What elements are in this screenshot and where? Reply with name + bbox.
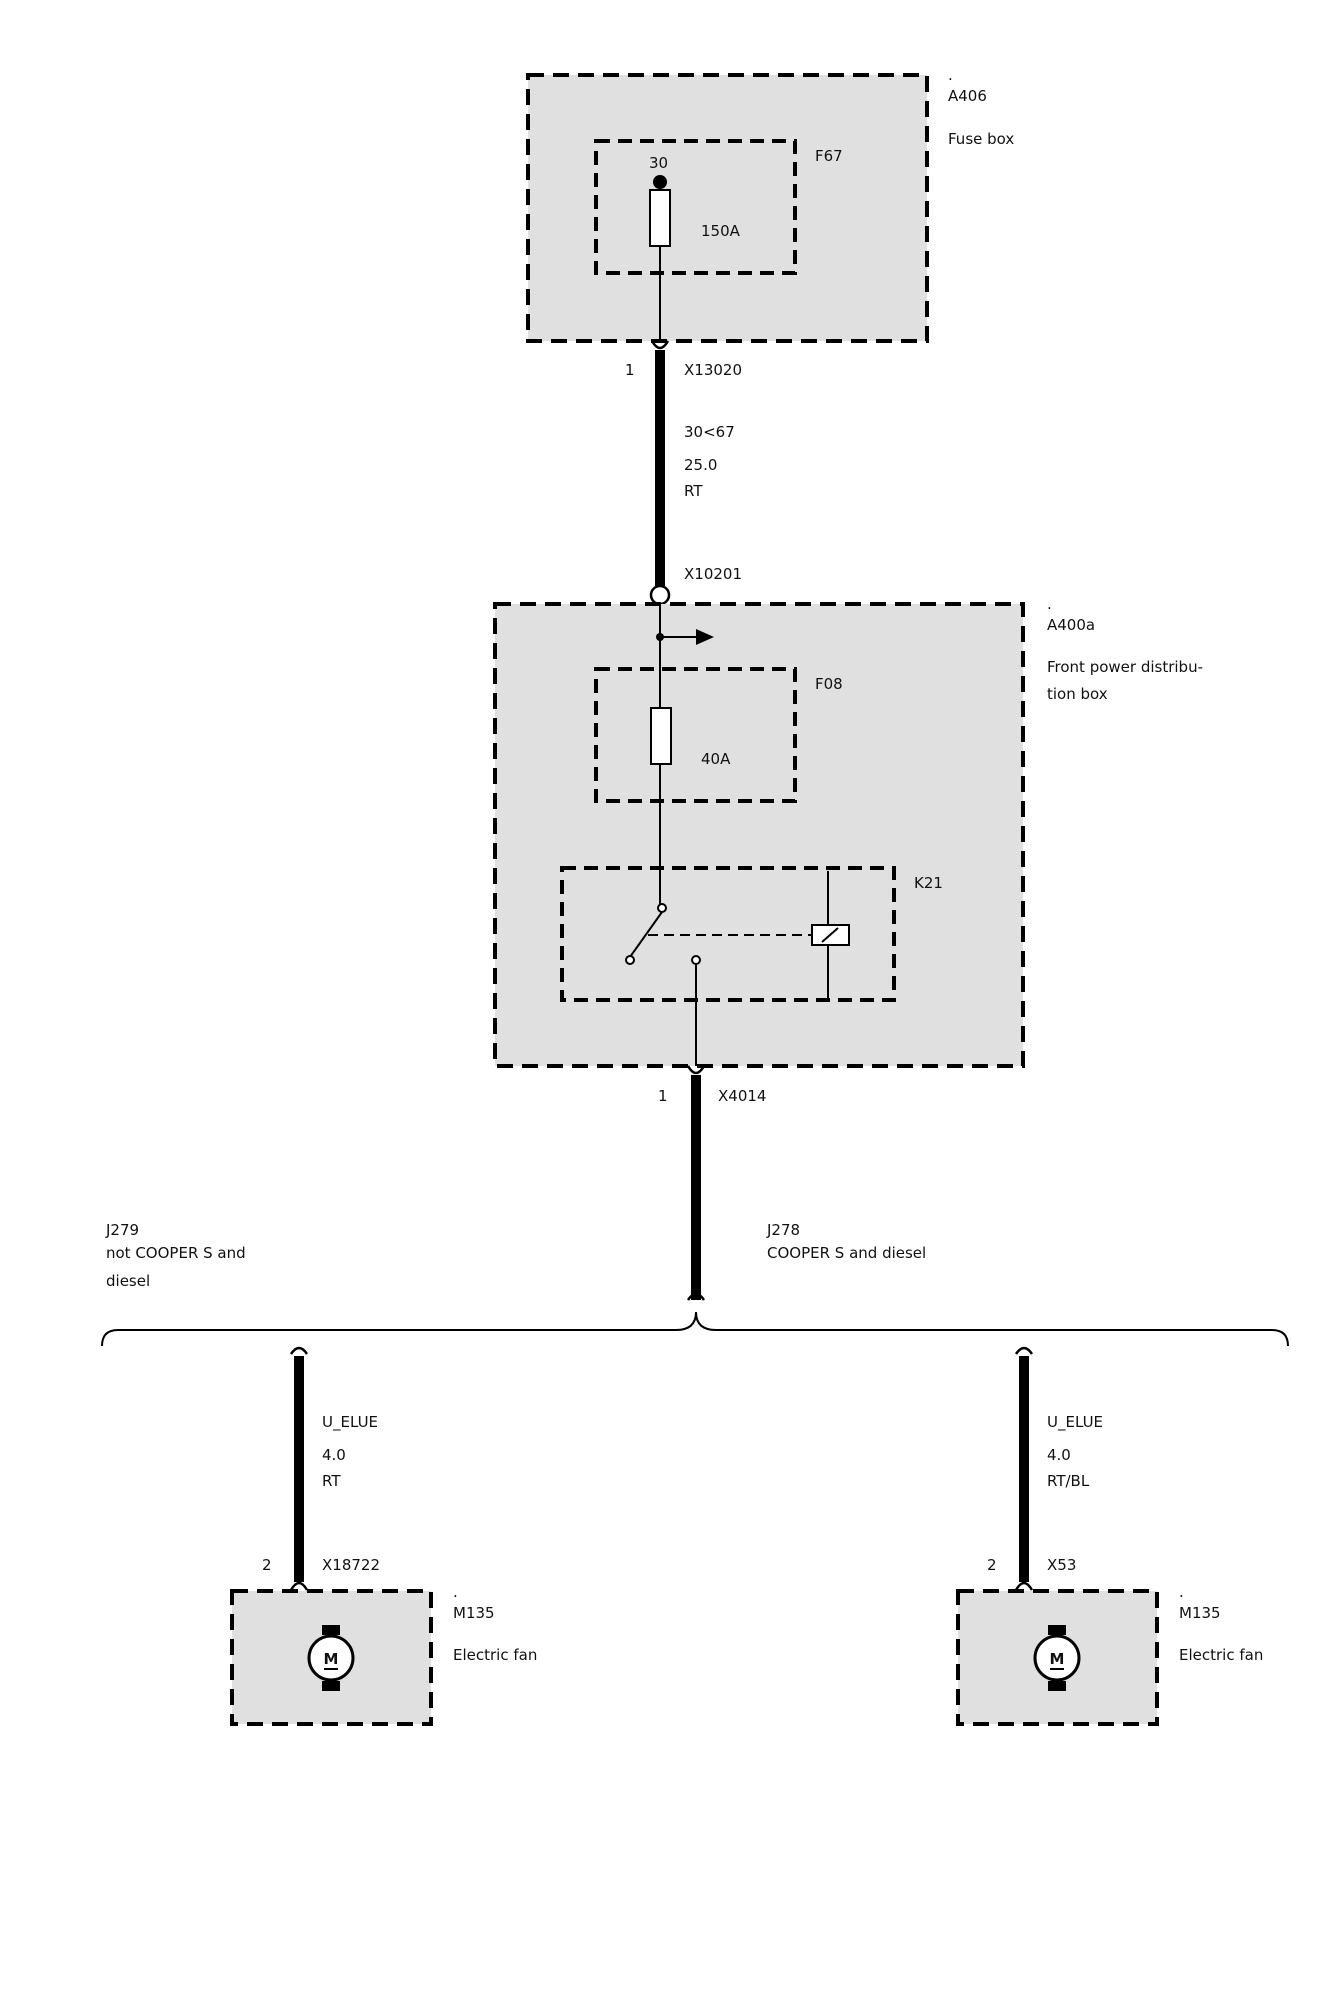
branch-brace (101, 1311, 1289, 1347)
fuse-f08-symbol (650, 707, 672, 765)
relay-contact-nc (625, 955, 635, 965)
connector-x13020-pin: 1 (625, 361, 635, 379)
wire-30-67-signal: 30<67 (684, 423, 735, 441)
fuse-f08-outline (594, 667, 797, 803)
fuse-box-dot: . (948, 66, 953, 84)
wire-x4014-end-symbol (686, 1292, 706, 1301)
connector-x18722-symbol (289, 1581, 309, 1591)
relay-switch-blade (629, 911, 663, 958)
electric-fan-left-name: Electric fan (453, 1646, 537, 1664)
connector-x10201-symbol (649, 584, 671, 606)
fuse-f67-terminal: 30 (649, 154, 668, 172)
connector-x4014-pin: 1 (658, 1087, 668, 1105)
connector-x4014-id: X4014 (718, 1087, 766, 1105)
electric-fan-right-id: M135 (1179, 1604, 1221, 1622)
wire-30-67-gauge: 25.0 (684, 456, 717, 474)
fuse-f08-rating: 40A (701, 750, 731, 768)
connector-x18722-pin: 2 (262, 1556, 272, 1574)
fuse-f67-id: F67 (815, 147, 843, 165)
wire-30-67-color: RT (684, 482, 703, 500)
branch-left-condition-line1: not COOPER S and (106, 1244, 246, 1262)
relay-contact-no (691, 955, 701, 965)
motor-right-icon: M (1033, 1625, 1081, 1691)
wire-left-signal: U_ELUE (322, 1413, 378, 1432)
connector-x13020-symbol (650, 340, 670, 350)
fuse-box-name: Fuse box (948, 130, 1014, 148)
power-dist-box-outline (493, 602, 1025, 1068)
wire-left-color: RT (322, 1472, 341, 1490)
connector-x53-pin: 2 (987, 1556, 997, 1574)
motor-left-symbol: M (324, 1650, 339, 1668)
fuse-box-id: A406 (948, 87, 987, 105)
relay-coil-slash (821, 927, 839, 943)
fuse-box-outline (526, 73, 929, 343)
connector-x53-symbol (1014, 1581, 1034, 1591)
connector-x10201-id: X10201 (684, 565, 742, 583)
branch-right-id: J278 (766, 1221, 800, 1239)
branch-left: U_ELUE 4.0 RT 2 X18722 . M135 Electric f… (230, 1346, 537, 1726)
fuse-box-a406: . A406 Fuse box F67 30 150A (526, 66, 1014, 343)
branch-left-condition-line2: diesel (106, 1272, 150, 1290)
wire-right-gauge: 4.0 (1047, 1446, 1071, 1464)
wire-left-gauge: 4.0 (322, 1446, 346, 1464)
wire-right-signal: U_ELUE (1047, 1413, 1103, 1432)
motor-right-symbol: M (1050, 1650, 1065, 1668)
branch-left-wire-start-symbol (289, 1346, 309, 1355)
power-dist-box-dot: . (1047, 595, 1052, 613)
wire-right-color: RT/BL (1047, 1472, 1090, 1490)
power-dist-box-name-line1: Front power distribu- (1047, 658, 1203, 676)
fuse-f67-outline (594, 139, 797, 275)
connector-x53-id: X53 (1047, 1556, 1076, 1574)
connector-x18722-id: X18722 (322, 1556, 380, 1574)
branch-arrow-icon (696, 629, 714, 645)
branch-right-wire-start-symbol (1014, 1346, 1034, 1355)
power-dist-box-a400a: . A400a Front power distribu- tion box F… (493, 595, 1203, 1068)
relay-contact-top (657, 903, 667, 913)
power-dist-box-id: A400a (1047, 616, 1095, 634)
relay-k21-id: K21 (914, 874, 943, 892)
motor-left-icon: M (307, 1625, 355, 1691)
electric-fan-left-id: M135 (453, 1604, 495, 1622)
branch-right: U_ELUE 4.0 RT/BL 2 X53 . M135 Electric f… (956, 1346, 1263, 1726)
fuse-f08-id: F08 (815, 675, 843, 693)
connector-x13020-id: X13020 (684, 361, 742, 379)
relay-k21-outline (560, 866, 896, 1002)
power-dist-box-name-line2: tion box (1047, 685, 1108, 703)
fuse-f67-rating: 150A (701, 222, 741, 240)
connector-x4014-symbol (686, 1065, 706, 1075)
branch-left-id: J279 (105, 1221, 139, 1239)
electric-fan-left-dot: . (453, 1583, 458, 1601)
electric-fan-right-name: Electric fan (1179, 1646, 1263, 1664)
fuse-f67-symbol (649, 189, 671, 247)
branch-right-condition-line1: COOPER S and diesel (767, 1244, 926, 1262)
electric-fan-right-dot: . (1179, 1583, 1184, 1601)
